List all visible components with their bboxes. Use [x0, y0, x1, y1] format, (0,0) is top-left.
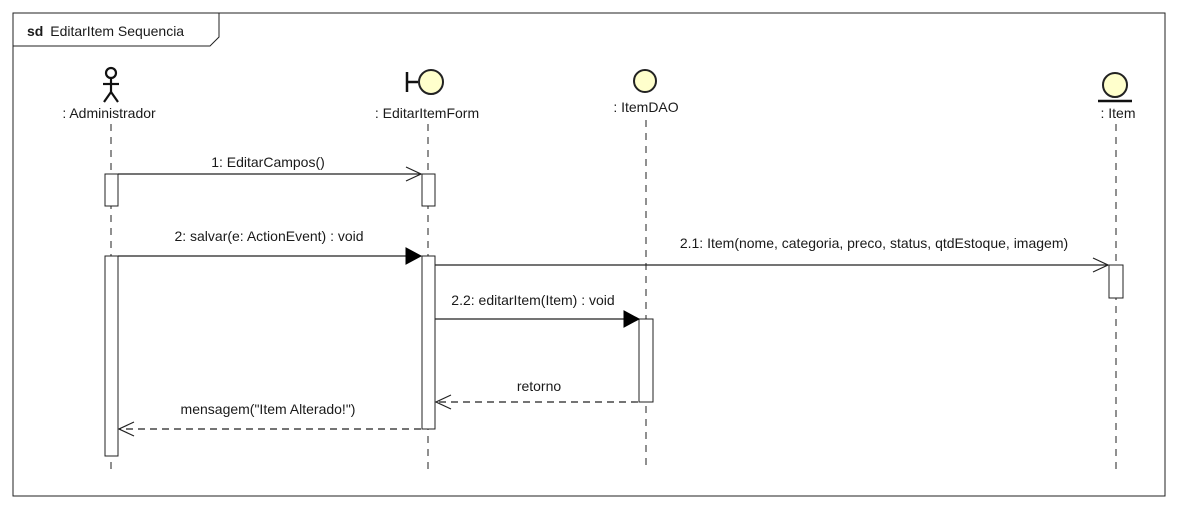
message-1: 1: EditarCampos()	[118, 154, 423, 182]
message-2-2: 2.2: editarItem(Item) : void	[435, 292, 641, 328]
message-2: 2: salvar(e: ActionEvent) : void	[118, 228, 423, 265]
participant-label: : EditarItemForm	[375, 105, 479, 121]
frame-keyword: sd	[27, 23, 43, 39]
arrowhead-open	[117, 421, 135, 437]
participant-dao: : ItemDAO	[613, 69, 679, 115]
activation-dao	[638, 318, 654, 403]
activation-form-2	[421, 255, 436, 430]
message-label: 2.1: Item(nome, categoria, preco, status…	[680, 235, 1068, 251]
message-label: 2.2: editarItem(Item) : void	[451, 292, 614, 308]
activation-item	[1108, 264, 1124, 299]
activation-administrador-1	[104, 173, 119, 207]
frame-name: EditarItem Sequencia	[50, 23, 184, 39]
message-label: 1: EditarCampos()	[211, 154, 325, 170]
arrowhead-open	[1092, 257, 1110, 273]
participant-label: : ItemDAO	[613, 99, 678, 115]
arrowhead-filled	[405, 247, 423, 265]
arrowhead-open	[405, 166, 423, 182]
frame-border	[12, 12, 1166, 497]
message-label: 2: salvar(e: ActionEvent) : void	[174, 228, 363, 244]
message-label: retorno	[517, 378, 562, 394]
frame-label-tab	[13, 13, 220, 47]
boundary-icon	[405, 69, 444, 95]
message-2-1: 2.1: Item(nome, categoria, preco, status…	[435, 235, 1110, 273]
activation-administrador-2	[104, 255, 119, 457]
message-reply-mensagem: mensagem("Item Alterado!")	[117, 401, 421, 437]
control-icon	[633, 69, 657, 93]
message-label: mensagem("Item Alterado!")	[181, 401, 356, 417]
actor-icon	[103, 66, 119, 103]
participant-item: : Item	[1098, 72, 1136, 121]
participant-label: : Item	[1100, 105, 1135, 121]
message-reply-retorno: retorno	[434, 378, 638, 410]
participant-form: : EditarItemForm	[375, 69, 479, 121]
participant-label: : Administrador	[62, 105, 156, 121]
participant-administrador: : Administrador	[62, 66, 156, 121]
frame-label: sd EditarItem Sequencia	[27, 23, 184, 39]
arrowhead-filled	[623, 310, 641, 328]
entity-icon	[1098, 72, 1132, 103]
activation-form-1	[421, 173, 436, 207]
arrowhead-open	[434, 394, 452, 410]
